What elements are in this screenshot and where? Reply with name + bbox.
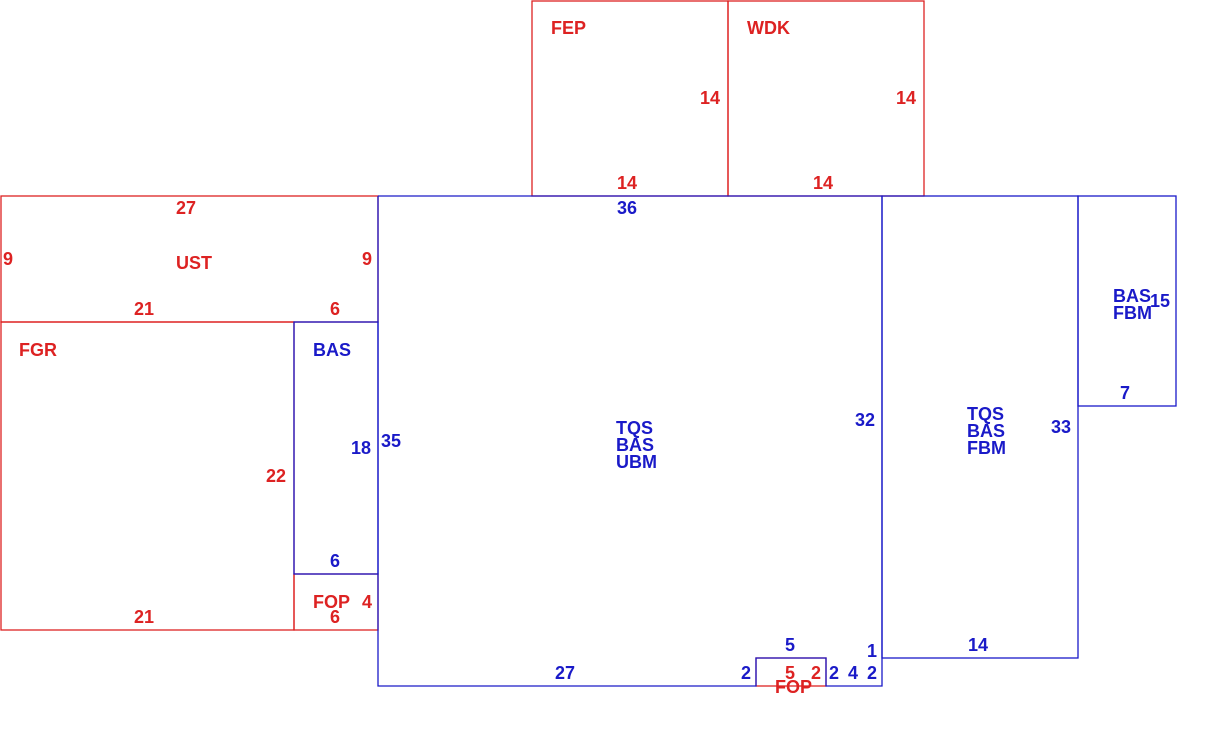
main-notch-right-dim: 2 xyxy=(829,663,839,683)
fep-bottom-dim: 14 xyxy=(617,173,637,193)
main-left-dim: 35 xyxy=(381,431,401,451)
ust-right-dim: 9 xyxy=(362,249,372,269)
bas-small-right-dim: 18 xyxy=(351,438,371,458)
fgr-outline xyxy=(0,321,295,631)
main-code-1: TQS xyxy=(616,418,653,438)
far-east-code-2: FBM xyxy=(1113,303,1152,323)
east-right-dim: 33 xyxy=(1051,417,1071,437)
fop-bottom-dim: 5 xyxy=(785,663,795,683)
main-step-c-dim: 1 xyxy=(867,641,877,661)
blue-labels: 36 BAS 18 35 6 TQS BAS UBM 32 27 5 2 2 4… xyxy=(313,198,1170,683)
east-bottom-dim: 14 xyxy=(968,635,988,655)
main-bottom-dim: 27 xyxy=(555,663,575,683)
fop-bottom-right-dim: 2 xyxy=(811,663,821,683)
main-notch-left-dim: 2 xyxy=(741,663,751,683)
wdk-right-dim: 14 xyxy=(896,88,916,108)
far-east-outline xyxy=(1077,195,1177,407)
east-outline xyxy=(881,195,1079,659)
far-east-right-dim: 15 xyxy=(1150,291,1170,311)
fgr-bottom-dim: 21 xyxy=(134,607,154,627)
fop-left-bottom-dim: 6 xyxy=(330,607,340,627)
bas-small-code: BAS xyxy=(313,340,351,360)
wdk-bottom-dim: 14 xyxy=(813,173,833,193)
wdk-code: WDK xyxy=(747,18,790,38)
fep-right-dim: 14 xyxy=(700,88,720,108)
fgr-right-dim: 22 xyxy=(266,466,286,486)
east-code-2: BAS xyxy=(967,421,1005,441)
ust-bottom-left-dim: 21 xyxy=(134,299,154,319)
main-top-dim: 36 xyxy=(617,198,637,218)
ust-left-dim: 9 xyxy=(3,249,13,269)
fop-left-code: FOP xyxy=(313,592,350,612)
red-outlines xyxy=(0,0,925,687)
main-code-2: BAS xyxy=(616,435,654,455)
fep-code: FEP xyxy=(551,18,586,38)
fgr-code: FGR xyxy=(19,340,57,360)
east-code-1: TQS xyxy=(967,404,1004,424)
fop-left-right-dim: 4 xyxy=(362,592,372,612)
far-east-code-1: BAS xyxy=(1113,286,1151,306)
main-step-a-dim: 4 xyxy=(848,663,858,683)
east-code-3: FBM xyxy=(967,438,1006,458)
ust-code: UST xyxy=(176,253,212,273)
ust-bottom-right-dim: 6 xyxy=(330,299,340,319)
ust-top-dim: 27 xyxy=(176,198,196,218)
main-code-3: UBM xyxy=(616,452,657,472)
far-east-bottom-dim: 7 xyxy=(1120,383,1130,403)
blue-outlines xyxy=(293,195,1177,687)
fop-bottom-code: FOP xyxy=(775,677,812,697)
red-labels: FEP 14 14 WDK 14 14 27 9 UST 9 21 6 FGR … xyxy=(3,18,916,697)
main-right-dim: 32 xyxy=(855,410,875,430)
main-notch-top-dim: 5 xyxy=(785,635,795,655)
main-step-b-dim: 2 xyxy=(867,663,877,683)
bas-small-bottom-dim: 6 xyxy=(330,551,340,571)
